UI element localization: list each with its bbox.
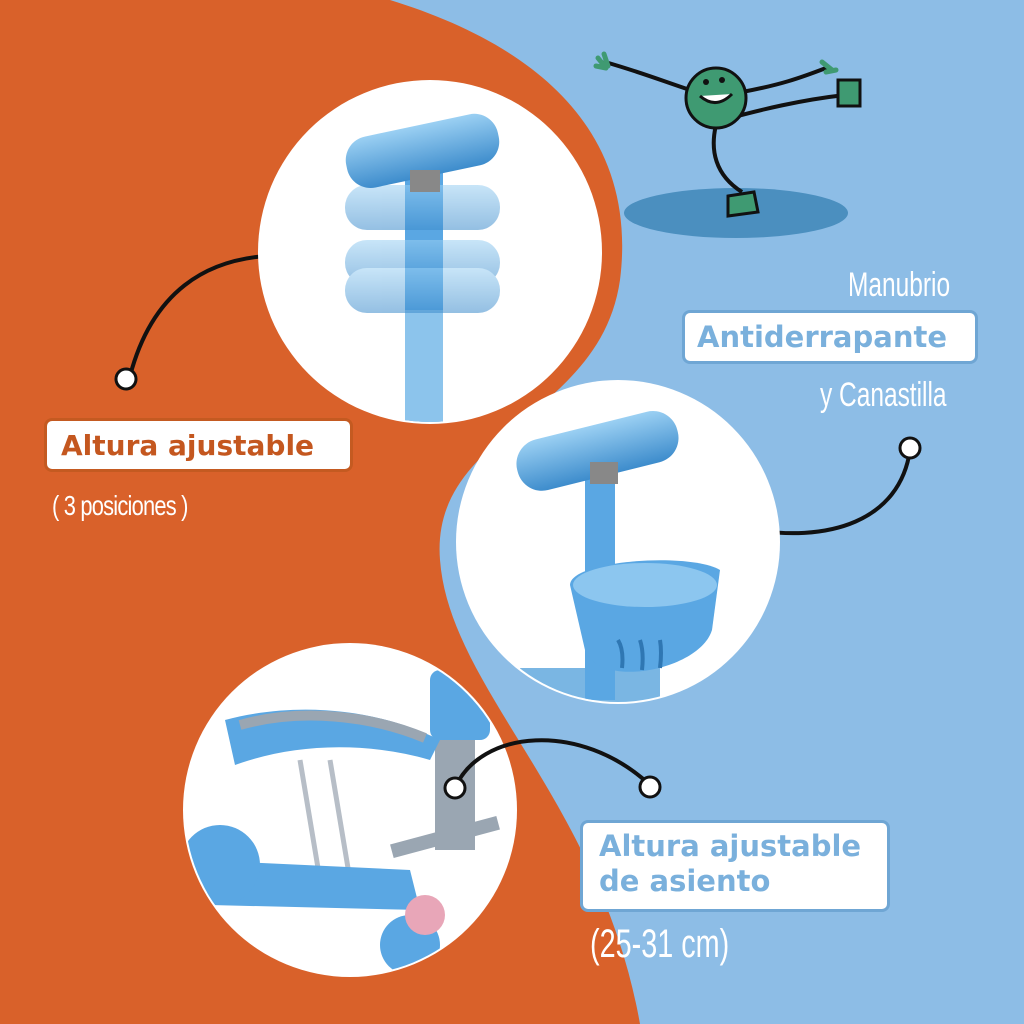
photo-handlebar-positions [258, 80, 602, 424]
photo-seat [183, 643, 517, 977]
connector-seat [443, 738, 662, 800]
anti-slip-label: Antiderrapante [682, 310, 978, 364]
seat-range-note: (25-31 cm) [590, 922, 730, 966]
basket-post-text: y Canastilla [820, 376, 947, 414]
photo-handlebar-basket [456, 380, 780, 704]
positions-note: ( 3 posiciones ) [52, 490, 188, 521]
dancing-ball-mascot-icon [593, 51, 862, 238]
seat-height-label: Altura ajustable de asiento [580, 820, 890, 912]
adjustable-height-label: Altura ajustable [44, 418, 353, 472]
handlebar-pre-text: Manubrio [848, 266, 951, 304]
